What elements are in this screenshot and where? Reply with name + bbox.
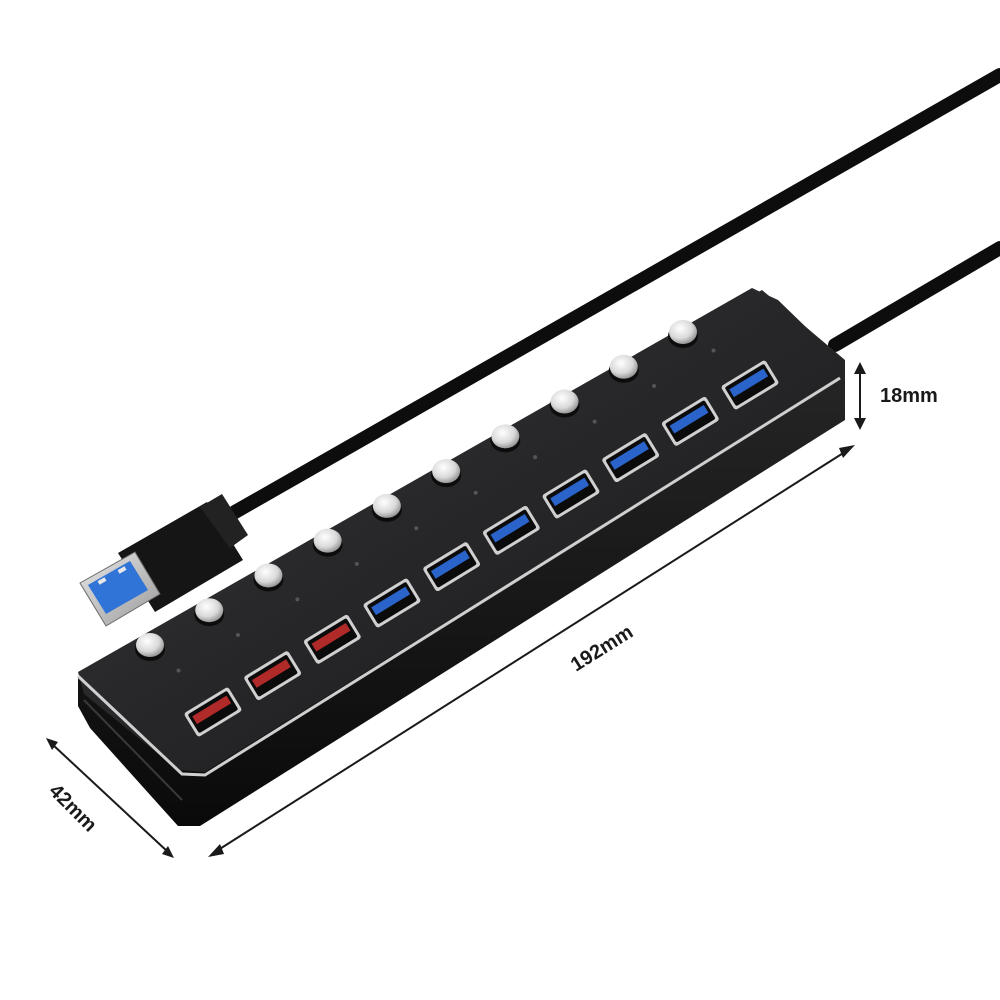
port-tongue [430, 550, 470, 579]
led-indicator [235, 632, 240, 637]
led-indicator [414, 526, 419, 531]
usb-port [423, 542, 481, 592]
power-button [549, 389, 580, 418]
usb-ports [135, 320, 779, 737]
power-button [371, 493, 402, 522]
power-button [608, 354, 639, 383]
usb-port [184, 687, 242, 737]
led-indicator [652, 384, 657, 389]
port-tongue [729, 368, 769, 398]
power-button [431, 459, 462, 488]
power-button [253, 563, 284, 592]
led-indicator [176, 668, 181, 673]
led-indicator [711, 348, 716, 353]
port-tongue [669, 404, 709, 434]
button-cap [550, 389, 579, 414]
usb-port [303, 614, 361, 664]
port-tongue [311, 622, 351, 652]
port-tongue [550, 477, 590, 507]
led-indicator [354, 561, 359, 566]
led-indicator [473, 490, 478, 495]
led-indicator [295, 597, 300, 602]
usb-port [482, 505, 540, 555]
power-button [312, 528, 343, 557]
length-label: 192mm [567, 621, 637, 676]
power-button [135, 633, 165, 661]
button-cap [195, 598, 224, 623]
led-indicator [533, 455, 538, 460]
port-tongue [251, 659, 291, 688]
button-cap [491, 424, 520, 449]
usb-port [661, 396, 719, 446]
port-tongue [490, 513, 530, 543]
width-label: 42mm [44, 780, 100, 836]
usb-port [602, 433, 660, 483]
port-tongue [371, 586, 411, 616]
port-tongue [192, 695, 232, 725]
usb-port [542, 469, 600, 519]
button-cap [432, 459, 461, 484]
usb-cable [228, 68, 1000, 519]
usb-port [721, 360, 779, 410]
height-dimension: 18mm [854, 362, 938, 430]
button-cap [136, 633, 164, 657]
height-label: 18mm [880, 385, 938, 407]
usb-a-plug [79, 494, 248, 627]
power-button [668, 320, 698, 348]
port-tongue [609, 441, 649, 470]
button-cap [313, 528, 342, 553]
button-cap [254, 563, 283, 588]
led-indicator [592, 419, 597, 424]
usb-port [244, 651, 302, 701]
power-button [490, 424, 521, 453]
button-cap [669, 320, 697, 344]
button-cap [372, 493, 401, 518]
button-cap [609, 354, 638, 379]
power-button [194, 598, 225, 627]
usb-port [363, 578, 421, 628]
